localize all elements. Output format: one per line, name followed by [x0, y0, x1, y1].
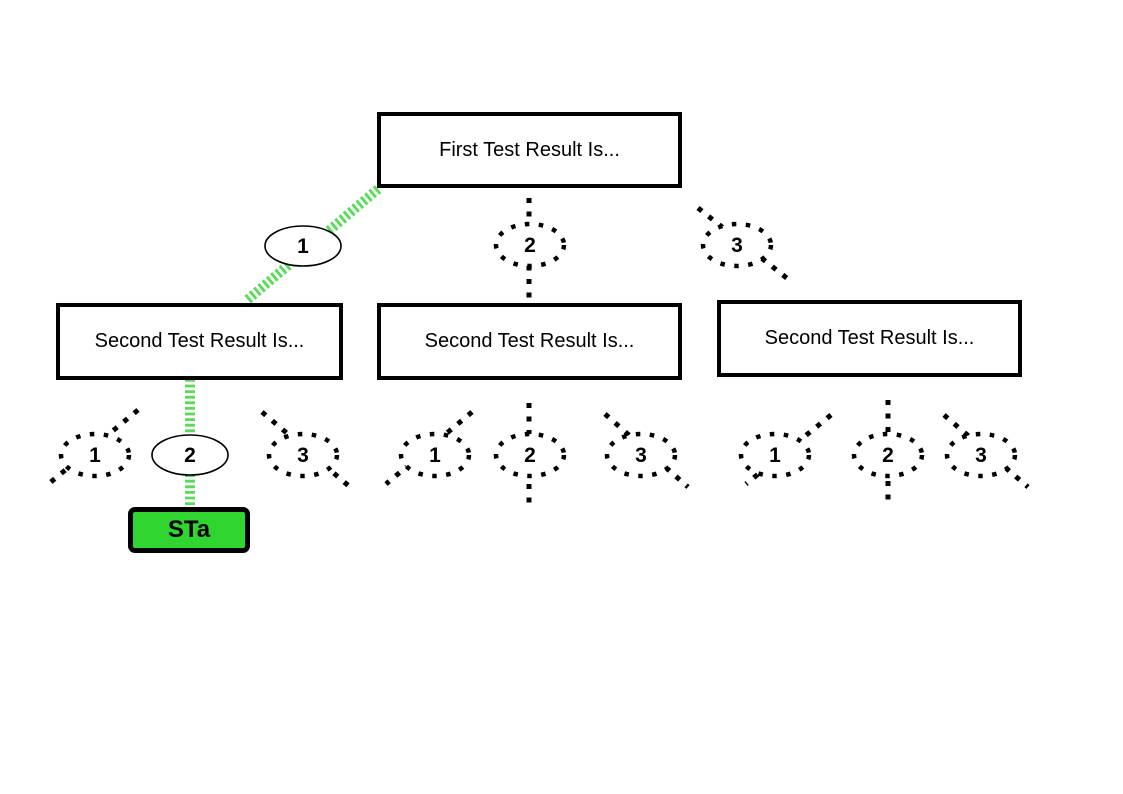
node-title: Second Test Result Is...: [94, 330, 305, 352]
branch-label-root-3: 3: [700, 221, 774, 269]
node-second-test-left: Second Test Result Is...: [56, 303, 343, 380]
branch-number: 1: [769, 444, 781, 467]
branch-number: 3: [297, 444, 309, 467]
branch-number: 3: [635, 444, 647, 467]
branch-ellipse: [151, 434, 229, 476]
branch-label-root-1: 1: [264, 225, 342, 267]
node-second-test-right: Second Test Result Is...: [717, 300, 1022, 377]
branch-label-left-2: 2: [151, 434, 229, 476]
branch-ellipse: [851, 431, 925, 479]
branch-label-left-3: 3: [266, 431, 340, 479]
branch-ellipse: [264, 225, 342, 267]
branch-number: 2: [524, 234, 536, 257]
branch-ellipse: [266, 431, 340, 479]
node-second-test-middle: Second Test Result Is...: [377, 303, 682, 380]
branch-ellipse: [493, 221, 567, 269]
branch-ellipse: [58, 431, 132, 479]
branch-line-left-1: [44, 408, 140, 488]
branch-number: 2: [882, 444, 894, 467]
branch-ellipse: [738, 431, 812, 479]
branch-label-right-2: 2: [851, 431, 925, 479]
branch-label-right-3: 3: [944, 431, 1018, 479]
branch-number: 2: [184, 444, 196, 467]
branch-ellipse: [700, 221, 774, 269]
branch-label-left-1: 1: [58, 431, 132, 479]
branch-number: 3: [731, 234, 743, 257]
node-title: Second Test Result Is...: [764, 327, 975, 349]
node-title: Second Test Result Is...: [424, 330, 635, 352]
node-title: First Test Result Is...: [439, 138, 620, 161]
branch-number: 1: [429, 444, 441, 467]
branch-label-right-1: 1: [738, 431, 812, 479]
branch-number: 1: [297, 235, 309, 258]
node-outcome-sta: STa: [128, 507, 250, 553]
branch-label-root-2: 2: [493, 221, 567, 269]
branch-number: 2: [524, 444, 536, 467]
branch-number: 1: [89, 444, 101, 467]
branch-label-mid-1: 1: [398, 431, 472, 479]
branch-label-mid-2: 2: [493, 431, 567, 479]
outcome-label: STa: [167, 516, 211, 543]
branch-label-mid-3: 3: [604, 431, 678, 479]
branch-ellipse: [493, 431, 567, 479]
node-first-test: First Test Result Is...: [377, 112, 682, 188]
branch-ellipse: [604, 431, 678, 479]
branch-ellipse: [398, 431, 472, 479]
branch-ellipse: [944, 431, 1018, 479]
branch-number: 3: [975, 444, 987, 467]
